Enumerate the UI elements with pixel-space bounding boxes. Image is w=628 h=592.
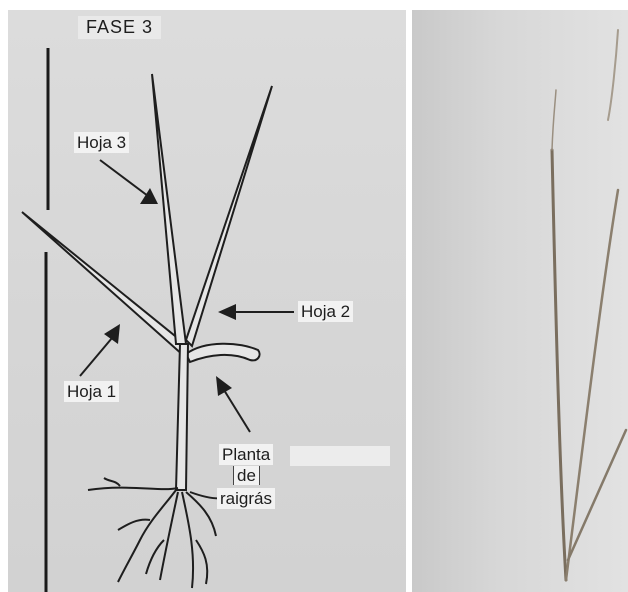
plant-label-line-3: raigrás (217, 488, 275, 509)
leaf-3-shape (152, 74, 186, 344)
arrow-hoja2-head (218, 304, 236, 320)
roots (88, 478, 236, 588)
arrow-hoja1-head (104, 324, 120, 344)
leaf-3-label: Hoja 3 (74, 132, 129, 153)
plant-label-line-1: Planta (219, 444, 273, 465)
leaf-2-label: Hoja 2 (298, 301, 353, 322)
phase-title: FASE 3 (78, 16, 161, 39)
stem (176, 344, 188, 490)
leaf-sheath (186, 344, 260, 362)
arrow-planta-head (216, 376, 232, 396)
arrow-hoja3-head (140, 188, 158, 204)
leaf-1-label: Hoja 1 (64, 381, 119, 402)
label-backdrop (290, 446, 390, 466)
plant-label-line-2: de (233, 466, 260, 485)
leaf-2-shape (186, 86, 272, 346)
photo-grass (552, 30, 626, 580)
